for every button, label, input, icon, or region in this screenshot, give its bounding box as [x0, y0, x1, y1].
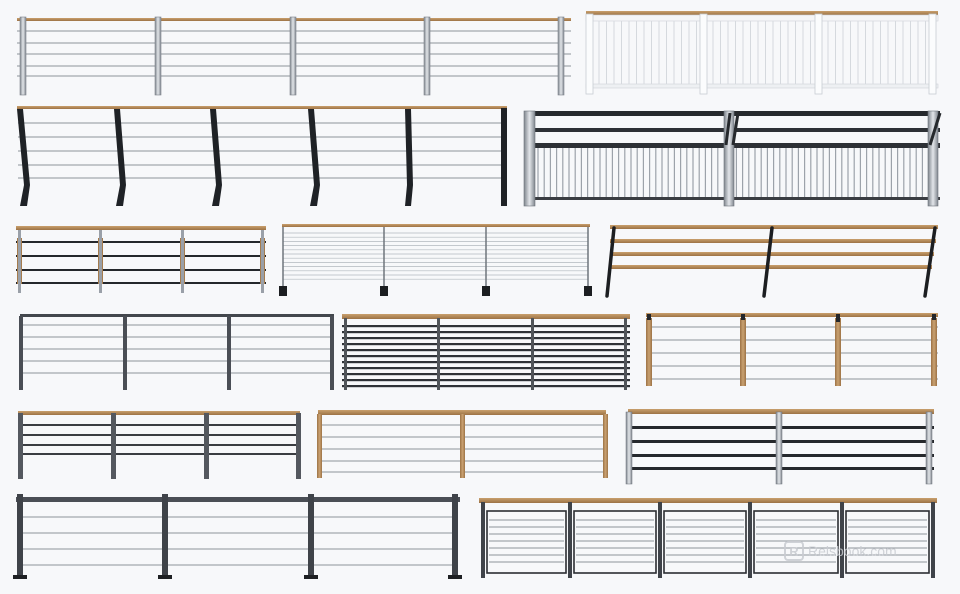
railing-wood-end-post-cable — [317, 410, 608, 478]
railing-thin-cable-clamp-base — [279, 224, 592, 296]
railing-wood-cap-framed-panel — [479, 498, 937, 578]
railing-dark-frame-cable — [13, 494, 462, 579]
watermark: R Relsbook.com — [784, 541, 897, 561]
railing-dense-horizontal-bar-wood-cap — [342, 314, 630, 390]
railing-dark-post-bar — [18, 411, 301, 479]
railing-black-frame-vertical-baluster — [523, 110, 942, 207]
railing-wood-post-black-bar — [16, 226, 266, 293]
watermark-logo-icon: R — [784, 541, 804, 561]
railing-white-picket-panel — [585, 11, 939, 95]
railing-wood-post-cable — [646, 313, 938, 386]
railing-steel-post-black-bar — [625, 409, 934, 485]
railing-slanted-post-wood-rail — [605, 225, 938, 298]
railing-steel-post-cable — [19, 314, 334, 390]
railing-angled-black-post-cable — [17, 106, 507, 206]
watermark-text: Relsbook.com — [808, 543, 897, 559]
railing-stainless-post-wood-cap-cable — [17, 16, 571, 96]
